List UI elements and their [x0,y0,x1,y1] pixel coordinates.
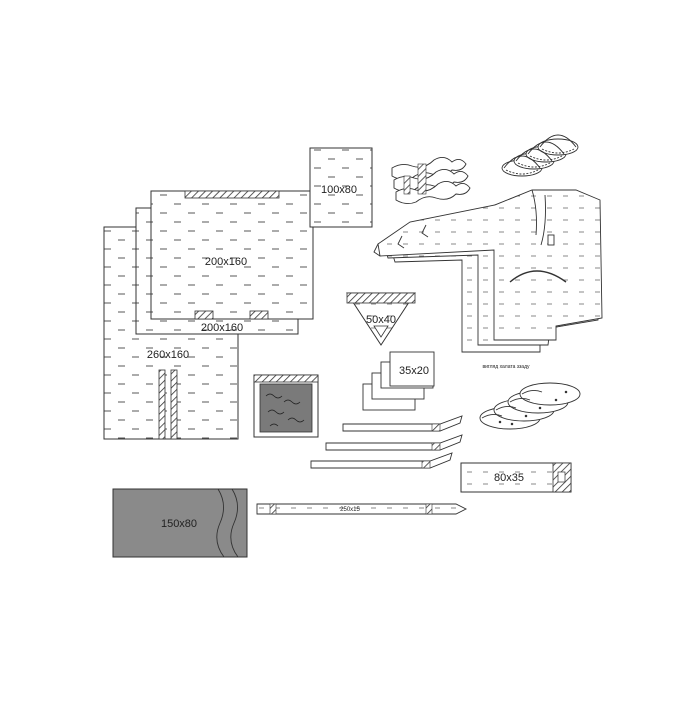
adhesive-strips [310,415,463,469]
tape-80x35-label: 80x35 [494,472,524,484]
drape-100x80-label: 100x80 [321,184,357,196]
pouch-50x40: 50x40 [346,292,416,346]
drape-200x160-front-label: 200x160 [205,256,247,268]
gloves-icon [391,157,471,205]
absorbent-pad-icon [253,374,319,438]
tape-250x15: 250x15 [256,503,468,515]
gown-caption: вигляд халата ззаду [482,364,530,370]
drape-100x80: 100x80 [309,147,373,228]
tape-80x35: 80x35 [460,462,572,493]
drape-200x160-front: 200x160 [150,190,314,320]
tape-250x15-label: 250x15 [340,507,360,513]
gown-icon [373,189,603,353]
caps-icon [501,134,579,177]
wrapped-instruments-icon: 150x80 [112,488,248,558]
drape-260x160-label: 260x160 [147,349,189,361]
pouch-50x40-label: 50x40 [366,314,396,326]
drape-35x20-label: 35x20 [399,365,429,377]
drapes-35x20: 35x20 [362,351,435,411]
drape-200x160-middle-label: 200x160 [201,322,243,334]
cover-150x80-label: 150x80 [161,518,197,530]
shoe-covers-icon [479,382,581,430]
